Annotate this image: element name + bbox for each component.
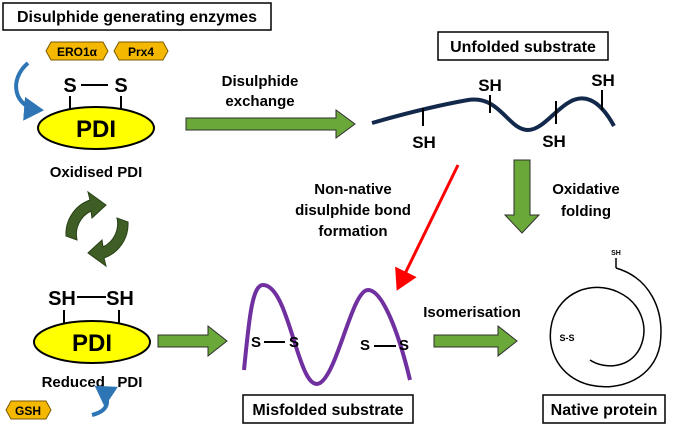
unfolded-sh-1: SH [412, 133, 436, 152]
misfolded-title-box: Misfolded substrate [242, 394, 414, 424]
nonnative-line1: Non-native [314, 181, 392, 198]
sh-left-label: SH [48, 288, 76, 310]
unfolded-sh-groups: SH SH SH SH [412, 71, 615, 152]
gsh-curved-arrow [91, 385, 118, 417]
nonnative-line3: formation [318, 223, 387, 240]
misfold-s-4: S [399, 337, 409, 354]
native-spiral [549, 267, 662, 388]
native-title: Native protein [551, 402, 658, 419]
nonnative-line2: disulphide bond [295, 202, 411, 219]
gsh-label: GSH [15, 404, 41, 418]
enzymes-title: Disulphide generating enzymes [17, 9, 257, 26]
ero1-label: ERO1α [57, 45, 98, 59]
unfolded-sh-4: SH [591, 71, 615, 90]
unfolded-sh-2: SH [478, 76, 502, 95]
reduced-pdi: SH SH PDI [33, 288, 151, 364]
isomerisation-arrow [433, 324, 518, 358]
prx4-badge: Prx4 [113, 41, 169, 61]
misfolded-chain [242, 282, 412, 386]
native-ss-label: S-S [559, 333, 574, 343]
oxidative-folding-arrow [503, 159, 541, 234]
oxidation-curved-arrow [14, 61, 44, 121]
oxidised-pdi-label: Oxidised PDI [50, 164, 143, 181]
redox-cycle-arrows [65, 190, 129, 268]
pdi-to-misfolded-arrow [157, 324, 228, 358]
oxidative-line2: folding [561, 203, 611, 220]
oxidised-pdi: S S PDI [37, 75, 155, 150]
gsh-badge: GSH [5, 400, 52, 420]
unfolded-sh-3: SH [542, 132, 566, 151]
native-title-box: Native protein [542, 394, 666, 424]
s-left-label: S [63, 75, 76, 97]
misfold-s-1: S [251, 334, 261, 351]
exchange-arrow [185, 109, 356, 139]
non-native-arrow [395, 164, 460, 291]
misfolded-title: Misfolded substrate [252, 402, 403, 419]
s-right-label: S [114, 75, 127, 97]
exchange-line2: exchange [225, 93, 294, 110]
unfolded-title: Unfolded substrate [450, 39, 596, 56]
oxidised-pdi-box-label: PDI [76, 116, 116, 143]
misfold-s-3: S [360, 337, 370, 354]
ero1-badge: ERO1α [45, 41, 109, 61]
misfold-s-2: S [289, 334, 299, 351]
isomerisation-label: Isomerisation [423, 304, 521, 321]
native-sh-label: SH [611, 250, 621, 257]
unfolded-chain [371, 96, 616, 133]
prx4-label: Prx4 [128, 45, 154, 59]
reduced-pdi-label: Reduced PDI [42, 374, 143, 391]
exchange-line1: Disulphide [222, 73, 299, 90]
enzymes-title-box: Disulphide generating enzymes [2, 2, 272, 31]
oxidative-line1: Oxidative [552, 181, 620, 198]
reduced-pdi-box-label: PDI [72, 330, 112, 357]
sh-right-label: SH [106, 288, 134, 310]
unfolded-title-box: Unfolded substrate [437, 31, 609, 61]
misfolded-disulphides: S S S S [251, 334, 409, 354]
